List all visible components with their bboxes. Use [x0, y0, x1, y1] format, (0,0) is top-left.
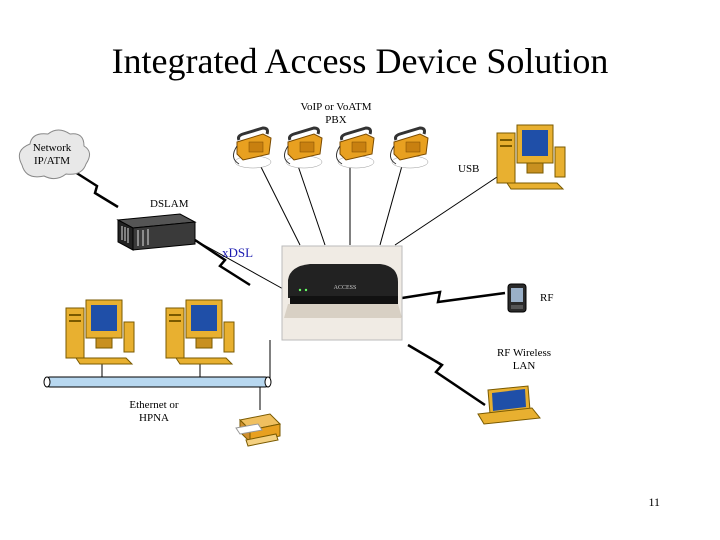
- computer-icon: [165, 299, 235, 365]
- phone-icon: [334, 126, 376, 170]
- network-label: Network IP/ATM: [26, 142, 78, 168]
- connector-line-device-bus: [265, 340, 271, 383]
- xdsl-label: xDSL: [222, 245, 254, 260]
- lightning-bolt-network: [74, 170, 119, 209]
- slide-title: Integrated Access Device Solution: [111, 41, 609, 81]
- network-label-line2: IP/ATM: [33, 155, 71, 167]
- pda-icon: [507, 283, 527, 313]
- page-number: 11: [648, 495, 660, 509]
- device-brand-label: ACCESS: [334, 285, 357, 291]
- printer-icon: [235, 413, 282, 447]
- ethernet-label-line2: HPNA: [139, 412, 169, 424]
- ethernet-label: Ethernet or HPNA: [118, 399, 190, 425]
- computer-icon: [496, 124, 566, 190]
- connector-line-xdsl: [194, 239, 286, 291]
- phone-icon: [231, 126, 273, 170]
- pbx-label: VoIP or VoATM PBX: [286, 101, 386, 127]
- phone-icon: [282, 126, 324, 170]
- phone-icon: [388, 126, 430, 170]
- pbx-label-line2: PBX: [325, 114, 347, 126]
- dslam-label: DSLAM: [150, 198, 189, 210]
- connector-line-phone-4: [379, 154, 406, 246]
- usb-label: USB: [458, 163, 480, 175]
- ethernet-bus: [43, 376, 272, 388]
- dslam-icon: [116, 213, 197, 251]
- lightning-bolt-xdsl: [194, 238, 251, 287]
- lightning-bolt-rf: [401, 290, 506, 304]
- rf-label: RF: [540, 292, 554, 304]
- pbx-label-line1: VoIP or VoATM: [300, 101, 372, 113]
- cloud-icon: [18, 129, 90, 180]
- rf-wireless-label-line2: LAN: [512, 360, 536, 372]
- connector-line-usb: [394, 174, 501, 246]
- rf-wireless-label: RF Wireless LAN: [488, 347, 560, 373]
- laptop-icon: [477, 385, 541, 425]
- lightning-bolt-wireless: [407, 343, 486, 407]
- rf-wireless-label-line1: RF Wireless: [496, 347, 552, 359]
- connector-line-phone-1: [254, 154, 301, 246]
- ethernet-label-line1: Ethernet or: [129, 399, 179, 411]
- router-icon: ACCESS: [281, 245, 403, 341]
- computer-icon: [65, 299, 135, 365]
- network-label-line1: Network: [32, 142, 72, 154]
- connector-line-phone-2: [294, 156, 326, 246]
